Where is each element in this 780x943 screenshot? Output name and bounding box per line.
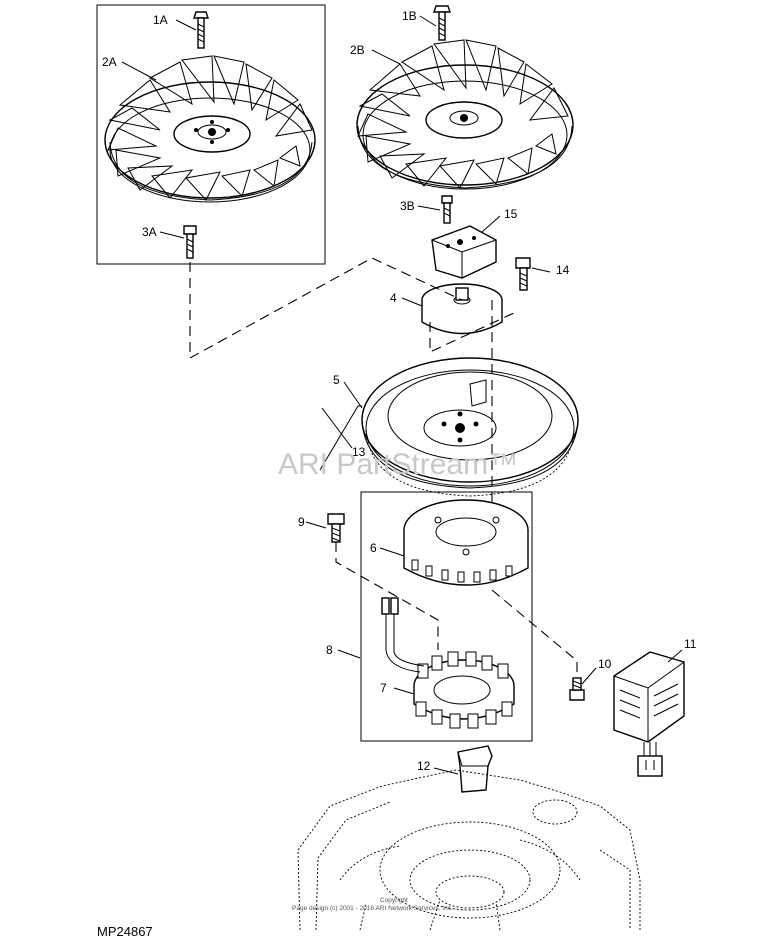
- callout-10[interactable]: 10: [598, 657, 612, 671]
- diagram-code: MP24867: [97, 924, 153, 939]
- callout-9[interactable]: 9: [298, 515, 305, 529]
- copyright-line-1: Copyright: [380, 897, 408, 904]
- flywheel-fan-2a[interactable]: [104, 55, 316, 203]
- bolt-1a[interactable]: [193, 11, 209, 49]
- magnet-ring-6[interactable]: [403, 499, 529, 586]
- bolt-9[interactable]: [327, 513, 345, 543]
- callout-3a[interactable]: 3A: [142, 225, 157, 239]
- callout-3b[interactable]: 3B: [400, 199, 415, 213]
- callout-6[interactable]: 6: [370, 541, 377, 555]
- callout-7[interactable]: 7: [380, 681, 387, 695]
- copyright-line-2: Page design (c) 2001 - 2016 ARI Network …: [292, 905, 453, 912]
- inset-box-stator-kit-8: [360, 491, 533, 742]
- bolt-10[interactable]: [491, 589, 585, 701]
- bolt-1b[interactable]: [433, 5, 451, 41]
- watermark: ARI PartStream™: [278, 448, 518, 481]
- callout-13[interactable]: 13: [352, 445, 366, 459]
- callout-8[interactable]: 8: [326, 643, 333, 657]
- bolt-3a[interactable]: [183, 225, 197, 259]
- leader-3a: [189, 257, 463, 359]
- callout-1b[interactable]: 1B: [402, 9, 417, 23]
- callout-4[interactable]: 4: [390, 291, 397, 305]
- flywheel-5[interactable]: [361, 357, 579, 497]
- callout-2a[interactable]: 2A: [102, 55, 117, 69]
- voltage-regulator-11[interactable]: [613, 651, 685, 777]
- bracket-12[interactable]: [457, 745, 493, 793]
- hub-4[interactable]: [421, 283, 503, 335]
- leader-9: [335, 542, 439, 650]
- stator-7[interactable]: [381, 597, 515, 729]
- inset-box-fan-2a: [96, 4, 326, 265]
- engine-block: [297, 769, 641, 931]
- callout-5[interactable]: 5: [333, 373, 340, 387]
- flywheel-fan-2b[interactable]: [356, 39, 574, 190]
- callout-2b[interactable]: 2B: [350, 43, 365, 57]
- bolt-14[interactable]: [515, 257, 531, 291]
- cover-plate-15[interactable]: [431, 225, 497, 279]
- callout-11[interactable]: 11: [684, 637, 697, 651]
- callout-12[interactable]: 12: [417, 759, 431, 773]
- leader-4: [429, 311, 517, 353]
- callout-15[interactable]: 15: [504, 207, 518, 221]
- callout-1a[interactable]: 1A: [153, 13, 168, 27]
- leader-lines: [121, 15, 683, 775]
- bolt-3b[interactable]: [441, 195, 453, 224]
- callout-14[interactable]: 14: [556, 263, 570, 277]
